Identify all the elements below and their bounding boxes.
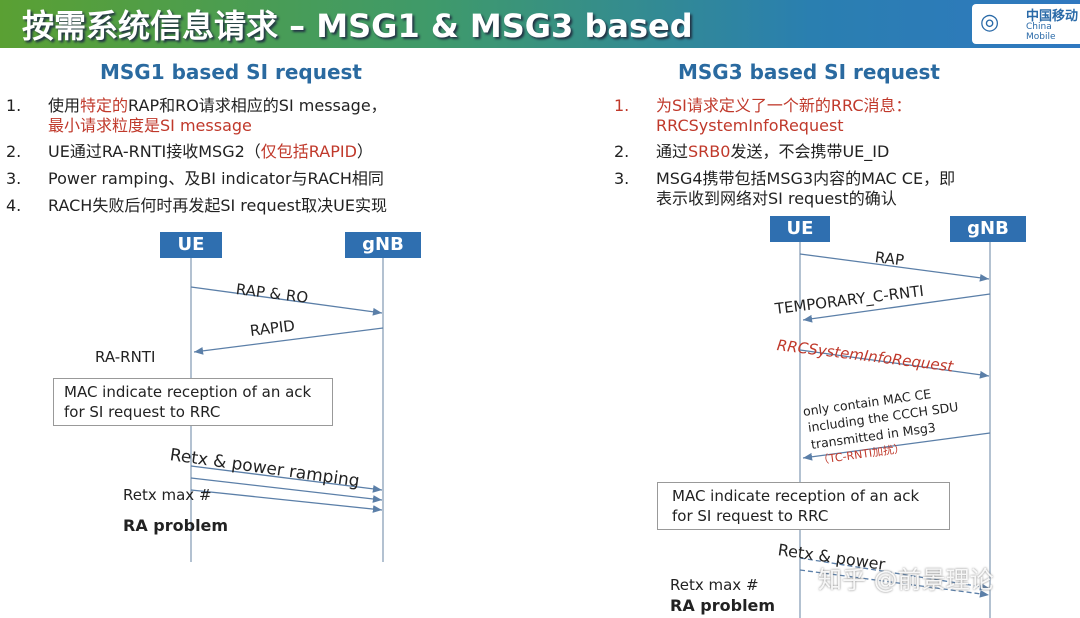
logo-text-cn: 中国移动 bbox=[1026, 9, 1079, 24]
left-item-1: 1. 使用特定的RAP和RO请求相应的SI message， 最小请求粒度是SI … bbox=[6, 96, 387, 136]
text: RACH失败后何时再发起SI request取决UE实现 bbox=[48, 196, 387, 215]
text-highlight: 为SI请求定义了一个新的RRC消息： bbox=[656, 96, 912, 115]
item-number: 3. bbox=[614, 169, 630, 188]
retx-max-label-right: Retx max # bbox=[670, 576, 759, 594]
gnb-node-left: gNB bbox=[345, 232, 421, 258]
arrow-rrc-si-request bbox=[799, 349, 990, 379]
gnb-node-right: gNB bbox=[950, 216, 1026, 242]
arrow-rap bbox=[799, 253, 990, 282]
text: UE通过RA-RNTI接收MSG2（ bbox=[48, 142, 261, 161]
retx-max-label-left: Retx max # bbox=[123, 486, 212, 504]
text-highlight: SRB0 bbox=[688, 142, 731, 161]
text: 使用 bbox=[48, 96, 81, 115]
arrow-rap-ro bbox=[190, 286, 383, 316]
item-number: 4. bbox=[6, 196, 22, 215]
item-number: 1. bbox=[6, 96, 22, 115]
right-item-1: 1. 为SI请求定义了一个新的RRC消息： RRCSystemInfoReques… bbox=[614, 96, 912, 136]
ra-problem-label-left: RA problem bbox=[123, 516, 229, 535]
china-mobile-logo-icon: ◎ bbox=[980, 10, 1000, 35]
arrow-retx-1 bbox=[190, 465, 383, 493]
ra-rnti-label: RA-RNTI bbox=[95, 348, 156, 366]
mac-indication-box-left: MAC indicate reception of an ack for SI … bbox=[53, 378, 333, 426]
left-item-2: 2. UE通过RA-RNTI接收MSG2（仅包括RAPID） bbox=[6, 142, 373, 162]
text: RAP和RO请求相应的SI message， bbox=[128, 96, 387, 115]
text: 表示收到网络对SI request的确认 bbox=[656, 189, 897, 208]
text: MSG4携带包括MSG3内容的MAC CE，即 bbox=[656, 169, 956, 188]
logo bbox=[972, 4, 1080, 44]
watermark: 知乎 @前景理论 bbox=[818, 566, 994, 594]
text: 通过 bbox=[656, 142, 689, 161]
arrow-rapid bbox=[193, 327, 384, 355]
item-number: 3. bbox=[6, 169, 22, 188]
mac-indication-box-right: MAC indicate reception of an ack for SI … bbox=[657, 482, 950, 530]
text-highlight: 特定的 bbox=[80, 96, 129, 115]
text-highlight: RRCSystemInfoRequest bbox=[656, 116, 844, 135]
text: 发送，不会携带UE_ID bbox=[730, 142, 890, 161]
slide-title: 按需系统信息请求 – MSG1 & MSG3 based bbox=[22, 7, 693, 45]
text: ） bbox=[356, 142, 373, 161]
logo-text-en: China Mobile bbox=[1026, 22, 1056, 42]
arrow-temp-crnti bbox=[802, 293, 991, 323]
right-heading: MSG3 based SI request bbox=[678, 60, 940, 84]
right-item-2: 2. 通过SRB0发送，不会携带UE_ID bbox=[614, 142, 889, 162]
ue-node-left: UE bbox=[160, 232, 222, 258]
right-item-3: 3. MSG4携带包括MSG3内容的MAC CE，即 表示收到网络对SI requ… bbox=[614, 169, 955, 209]
text-highlight: 最小请求粒度是SI message bbox=[48, 116, 252, 135]
ra-problem-label-right: RA problem bbox=[670, 596, 776, 615]
left-item-3: 3. Power ramping、及BI indicator与RACH相同 bbox=[6, 169, 384, 189]
left-heading: MSG1 based SI request bbox=[100, 60, 362, 84]
arrow-retx-2 bbox=[190, 477, 383, 503]
item-number: 2. bbox=[6, 142, 22, 161]
text: Power ramping、及BI indicator与RACH相同 bbox=[48, 169, 384, 188]
arrow-retx-3 bbox=[190, 489, 383, 513]
title-bar bbox=[0, 0, 1080, 48]
ue-node-right: UE bbox=[770, 216, 830, 242]
item-number: 1. bbox=[614, 96, 630, 115]
left-item-4: 4. RACH失败后何时再发起SI request取决UE实现 bbox=[6, 196, 387, 216]
msg-label-rap: RAP bbox=[873, 248, 906, 270]
item-number: 2. bbox=[614, 142, 630, 161]
text-highlight: 仅包括RAPID bbox=[260, 142, 357, 161]
arrow-msg4 bbox=[802, 432, 991, 461]
